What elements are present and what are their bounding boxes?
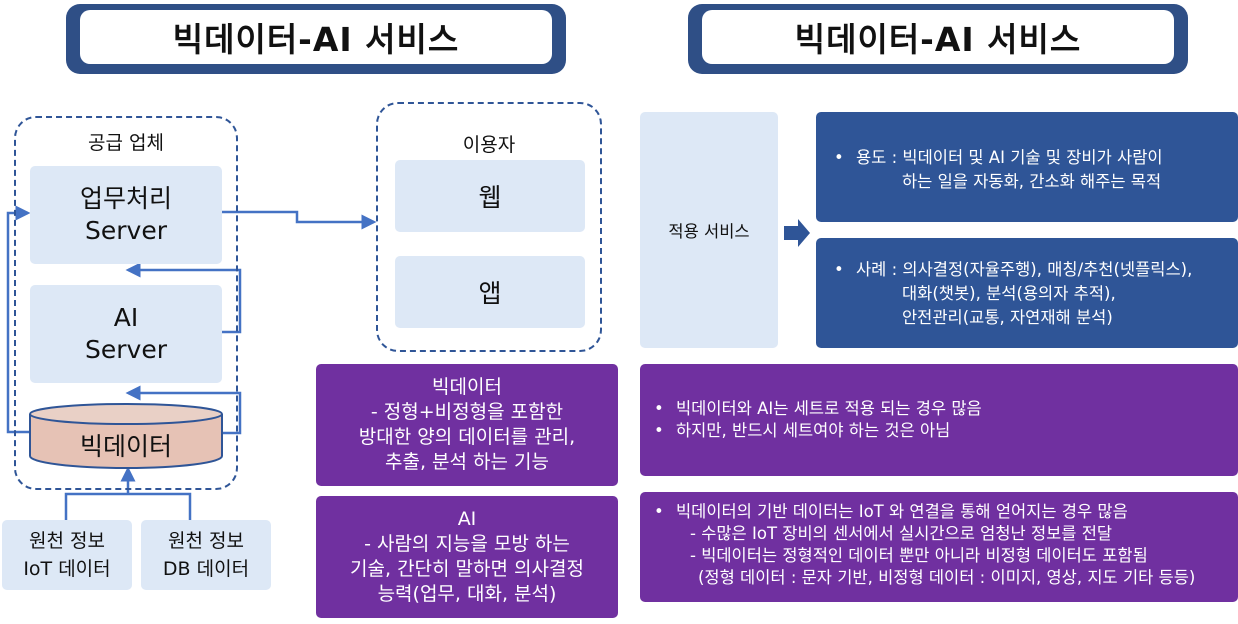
note1-box: 빅데이터와 AI는 세트로 적용 되는 경우 많음 하지만, 반드시 세트여야 …: [640, 364, 1238, 476]
source-db-line1: 원천 정보: [168, 530, 244, 552]
ai-definition-box: AI - 사람의 지능을 모방 하는 기술, 간단히 말하면 의사결정 능력(업…: [316, 496, 618, 618]
bigdata-def-line1: 빅데이터: [432, 376, 502, 398]
bigdata-db-label: 빅데이터: [79, 432, 172, 461]
cases-line2: 대화(챗봇), 분석(용의자 추적),: [902, 284, 1116, 303]
service-box: 적용 서비스: [640, 112, 778, 348]
note2-main: 빅데이터의 기반 데이터는 IoT 와 연결을 통해 얻어지는 경우 많음: [650, 501, 1228, 523]
usage-line2: 하는 일을 자동화, 간소화 해주는 목적: [902, 172, 1162, 191]
supplier-group: [14, 116, 238, 490]
ai-server-box: AI Server: [30, 285, 222, 383]
left-title: 빅데이터-AI 서비스: [80, 10, 552, 64]
bigdata-def-line2: - 정형+비정형을 포함한: [370, 401, 564, 423]
source-db-line2: DB 데이터: [162, 558, 250, 580]
bigdata-db-cylinder: [29, 403, 223, 469]
app-box: 앱: [395, 256, 585, 328]
bigdata-def-line4: 추출, 분석 하는 기능: [385, 451, 549, 473]
note2-sub1: - 수많은 IoT 장비의 센서에서 실시간으로 엄청난 정보를 전달: [690, 524, 1113, 543]
user-group: [376, 102, 602, 352]
ai-def-line2: - 사람의 지능을 모방 하는: [364, 533, 570, 555]
bigdata-definition-box: 빅데이터 - 정형+비정형을 포함한 방대한 양의 데이터를 관리, 추출, 분…: [316, 364, 618, 486]
ai-def-line1: AI: [457, 508, 477, 530]
bigdata-def-line3: 방대한 양의 데이터를 관리,: [358, 426, 576, 448]
user-label: 이용자: [462, 134, 516, 156]
web-label: 웹: [478, 183, 502, 212]
note2-sub3: (정형 데이터 : 문자 기반, 비정형 데이터 : 이미지, 영상, 지도 기…: [698, 568, 1196, 587]
ai-def-line4: 능력(업무, 대화, 분석): [377, 583, 557, 605]
business-server-box: 업무처리 Server: [30, 166, 222, 264]
ai-server-line1: AI: [113, 303, 139, 332]
app-label: 앱: [478, 279, 502, 308]
business-server-line2: Server: [85, 216, 167, 245]
left-title-banner: 빅데이터-AI 서비스: [66, 4, 566, 74]
cases-line3: 안전관리(교통, 자연재해 분석): [902, 308, 1113, 327]
note1-line1: 빅데이터와 AI는 세트로 적용 되는 경우 많음: [650, 398, 1228, 420]
ai-server-line2: Server: [85, 335, 167, 364]
supplier-label: 공급 업체: [88, 132, 164, 154]
right-title: 빅데이터-AI 서비스: [702, 10, 1174, 64]
note2-sub2: - 빅데이터는 정형적인 데이터 뿐만 아니라 비정형 데이터도 포함됨: [690, 546, 1148, 565]
note1-line2: 하지만, 반드시 세트여야 하는 것은 아님: [650, 420, 1228, 442]
right-title-banner: 빅데이터-AI 서비스: [688, 4, 1188, 74]
business-server-line1: 업무처리: [79, 184, 172, 213]
usage-box: 용도 : 빅데이터 및 AI 기술 및 장비가 사람이 하는 일을 자동화, 간…: [816, 112, 1238, 222]
source-db-box: 원천 정보 DB 데이터: [141, 520, 271, 590]
note2-box: 빅데이터의 기반 데이터는 IoT 와 연결을 통해 얻어지는 경우 많음 - …: [640, 492, 1238, 602]
source-iot-box: 원천 정보 IoT 데이터: [2, 520, 132, 590]
source-iot-line1: 원천 정보: [29, 530, 105, 552]
cases-line1: 사례 : 의사결정(자율주행), 매칭/추천(넷플릭스),: [828, 258, 1228, 282]
cases-box: 사례 : 의사결정(자율주행), 매칭/추천(넷플릭스), 대화(챗봇), 분석…: [816, 238, 1238, 348]
service-label: 적용 서비스: [668, 222, 750, 241]
source-iot-line2: IoT 데이터: [23, 558, 111, 580]
ai-def-line3: 기술, 간단히 말하면 의사결정: [350, 558, 584, 580]
web-box: 웹: [395, 160, 585, 232]
usage-line1: 용도 : 빅데이터 및 AI 기술 및 장비가 사람이: [828, 146, 1228, 170]
